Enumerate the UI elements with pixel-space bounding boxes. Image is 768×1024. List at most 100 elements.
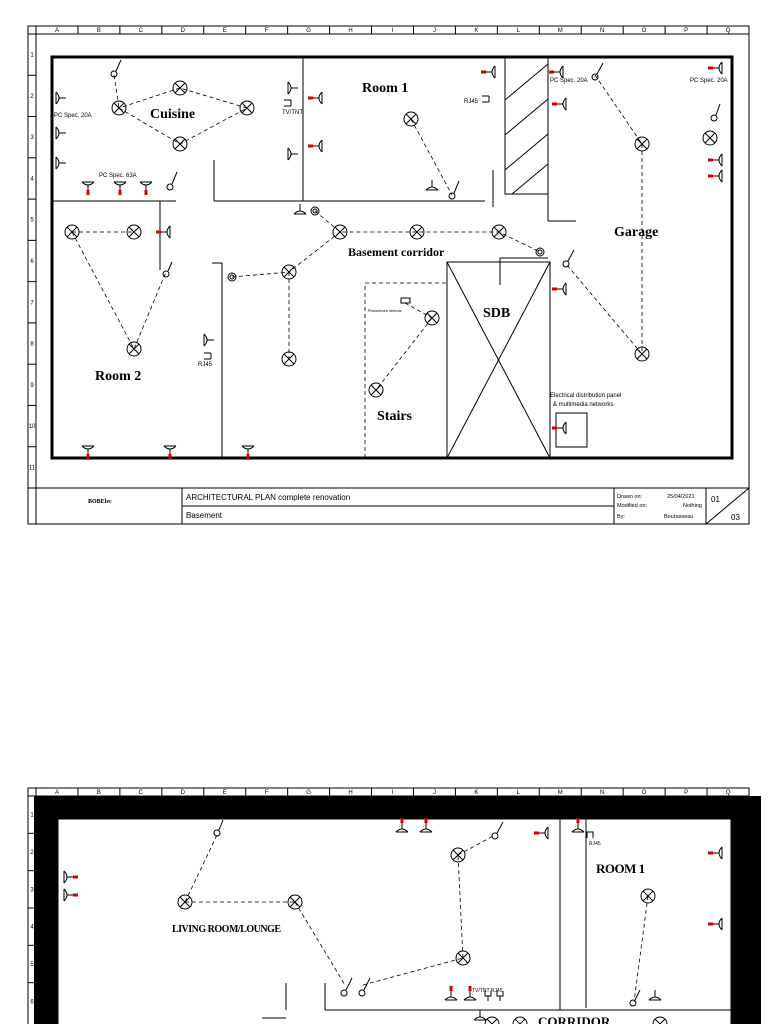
room-name: ROOM 1 [596,861,645,876]
plan-subtitle: Basement [186,511,223,520]
power-outlet-icon [308,91,323,105]
column-label: I [392,790,394,796]
power-outlet-icon [113,181,127,195]
sheet1-outlets [55,61,723,459]
outlet-label: RJ45 [464,99,479,105]
plan-title: ARCHITECTURAL PLAN complete renovation [186,493,350,502]
power-outlet-icon [708,153,723,167]
column-label: C [139,28,144,34]
outlet-label: RJ45 [198,362,213,368]
switch-icon [340,977,353,997]
row-label: 6 [30,999,34,1005]
power-outlet-icon [156,225,171,239]
power-outlet-icon [444,986,458,1001]
row-label: 2 [30,850,34,856]
column-label: O [642,790,647,796]
sheet2-lamps [177,847,668,1024]
column-label: L [517,790,521,796]
sheet1-walls [52,56,588,459]
panel-label: & multimedia networks [553,402,613,408]
outlet-label: PC Spec. 20A [550,78,588,84]
power-outlet-icon [55,91,66,105]
dimmer-icon [227,272,237,282]
dimmer-icon [310,206,320,216]
room-name: Garage [614,225,658,240]
column-label: D [181,790,186,796]
column-label: Q [726,28,731,34]
power-outlet-icon [55,156,66,170]
power-outlet-icon [549,65,564,79]
power-outlet-icon [648,990,662,1001]
power-outlet-icon [55,126,66,140]
data-socket-icon [204,352,212,360]
ceiling-light-icon [484,1016,500,1024]
row-label: 4 [30,925,34,931]
sheet-total: 03 [731,513,740,522]
ceiling-light-icon [652,1016,668,1024]
power-outlet-icon [81,181,95,195]
power-outlet-icon [552,97,567,111]
row-label: 3 [30,887,34,893]
column-label: F [265,790,269,796]
data-socket-icon [496,991,504,1001]
power-outlet-icon [81,445,95,459]
column-label: G [306,28,311,34]
row-label: 3 [30,135,34,141]
column-label: G [306,790,311,796]
ceiling-light-icon [239,100,255,116]
power-outlet-icon [552,282,567,296]
column-label: Q [726,790,731,796]
room-name: SDB [483,306,510,321]
ceiling-light-icon [126,224,142,240]
column-label: J [433,28,436,34]
power-outlet-icon [287,81,298,95]
power-outlet-icon [241,445,255,459]
outlet-label: PC Spec. 63A [99,173,137,179]
power-outlet-icon [708,61,723,75]
column-label: B [97,28,101,34]
switch-icon [591,62,604,81]
power-outlet-icon [287,147,298,161]
power-outlet-icon [308,139,323,153]
column-label: O [642,28,647,34]
author-label: By: [617,514,625,520]
ceiling-light-icon [126,341,142,357]
author-name: Bourasseau [664,514,693,520]
column-label: P [684,790,688,796]
switch-icon [448,180,460,200]
outlet-label: TV/TNT RJ45 [472,988,503,994]
switch-icon [162,261,173,278]
column-label: M [558,28,563,34]
switch-icon [110,59,122,78]
switch-icon [358,977,371,997]
power-outlet-icon [463,986,477,1001]
row-label: 9 [30,383,34,389]
sheet2-labels: LIVING ROOM/LOUNGE ROOM 1 CORRIDOR RJ45 … [172,841,645,1024]
row-label: 1 [30,53,34,59]
row-label: 6 [30,259,34,265]
modified-label: Modified on: [617,503,647,509]
column-label: A [55,790,59,796]
column-label: C [139,790,144,796]
power-outlet-icon [708,169,723,183]
column-label: M [558,790,563,796]
modified-value: Nothing [683,503,702,509]
row-label: 4 [30,176,34,182]
drawn-on-label: Drawn on: [617,494,643,500]
switch-icon [710,103,721,122]
data-socket-icon [484,991,492,1001]
power-outlet-icon [293,204,307,215]
data-socket-icon [482,95,490,103]
data-socket-icon [284,99,292,107]
row-label: 11 [29,465,36,471]
row-label: 8 [30,342,34,348]
detector-label: Photoelectric detector [368,309,403,313]
power-outlet-icon [63,888,78,902]
power-outlet-icon [473,1010,487,1021]
switch-icon [166,171,178,191]
electrical-panel [555,412,588,448]
